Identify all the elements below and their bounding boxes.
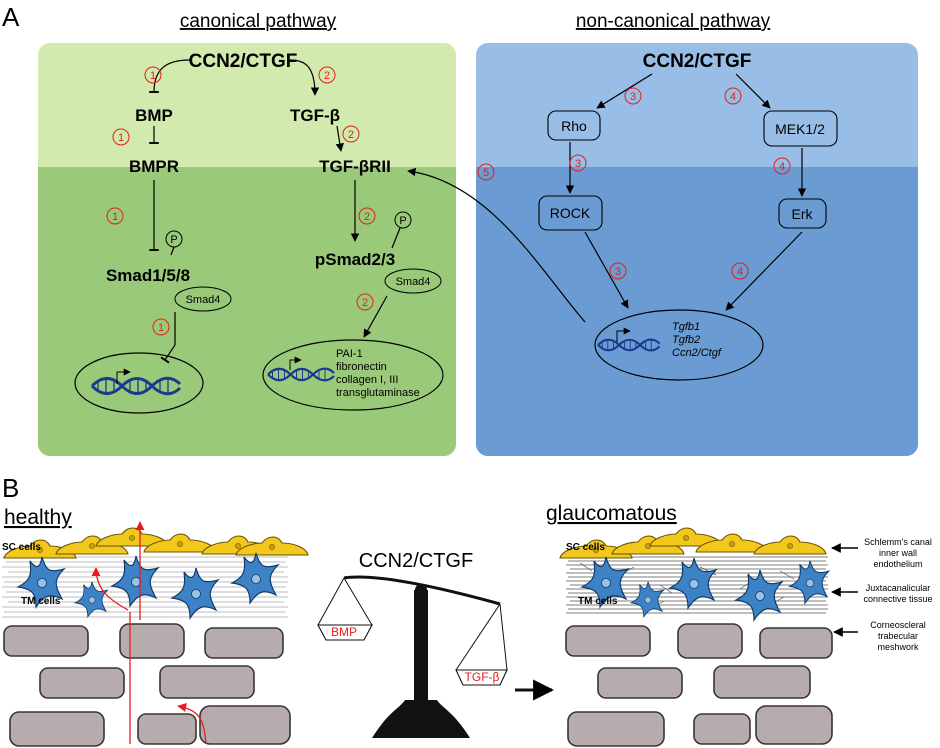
gene-ccn2: Ccn2/Ctgf [672, 347, 722, 359]
healthy-title: healthy [4, 506, 72, 529]
rho-box [547, 110, 601, 141]
glaucomatous-trabecular-beams [565, 623, 833, 747]
nucleus-noncanonical [594, 309, 764, 381]
healthy-sc-label: SC cells [2, 542, 41, 553]
phosphate-right-circle [394, 211, 412, 229]
gene-tgfb2: Tgfb2 [672, 334, 700, 346]
step-number-markers [106, 66, 791, 336]
step-3c: 3 [615, 266, 621, 278]
step-4c: 4 [737, 266, 743, 278]
step-5: 5 [483, 167, 489, 179]
gene-transglutaminase: transglutaminase [336, 387, 420, 399]
tgfbrii-label: TGF-βRII [319, 157, 391, 176]
step-1c: 1 [112, 211, 118, 223]
healthy-tm-label: TM cells [21, 596, 61, 607]
annotation-schlemm-line1: Schlemm's canal [864, 537, 932, 547]
glaucomatous-sc-label: SC cells [566, 542, 605, 553]
rock-box [538, 195, 603, 231]
erk-label: Erk [792, 206, 814, 222]
balance-scale [317, 575, 555, 738]
step-1d: 1 [158, 322, 164, 334]
step-3b: 3 [575, 158, 581, 170]
bmp-label: BMP [135, 106, 173, 125]
smad4-right-label: Smad4 [396, 276, 431, 288]
rho-label: Rho [561, 118, 587, 134]
phosphate-left-circle [165, 230, 183, 248]
gene-collagen: collagen I, III [336, 374, 398, 386]
glaucomatous-tm-cells [581, 556, 830, 621]
nucleus-right [262, 339, 444, 411]
healthy-aqueous-flow [91, 521, 207, 745]
smad4-right-ellipse [384, 268, 442, 294]
healthy-sc-cells [3, 527, 309, 559]
erk-box [778, 198, 827, 229]
balance-bmp-label: BMP [331, 625, 357, 639]
step-2a: 2 [324, 70, 330, 82]
smad4-left-label: Smad4 [186, 294, 221, 306]
step-3a: 3 [630, 91, 636, 103]
noncanonical-ccn2-label: CCN2/CTGF [643, 51, 752, 72]
bmpr-label: BMPR [129, 157, 179, 176]
balance-title: CCN2/CTGF [359, 550, 473, 572]
healthy-trabecular-beams [3, 623, 291, 747]
gene-pai1: PAI-1 [336, 348, 363, 360]
nucleus-left [74, 352, 204, 414]
healthy-tm-cells [17, 552, 279, 619]
gene-fibronectin: fibronectin [336, 361, 387, 373]
panel-b-letter: B [2, 473, 19, 503]
canonical-ccn2-label: CCN2/CTGF [189, 51, 298, 72]
step-2c: 2 [364, 211, 370, 223]
step-4b: 4 [779, 161, 785, 173]
smad158-label: Smad1/5/8 [106, 266, 190, 285]
noncanonical-pathway-panel [476, 43, 918, 456]
balance-tgfb-label: TGF-β [465, 670, 500, 684]
noncanonical-heading: non-canonical pathway [576, 11, 771, 32]
glaucomatous-title: glaucomatous [546, 502, 677, 525]
step-2d: 2 [362, 297, 368, 309]
canonical-heading: canonical pathway [180, 11, 337, 32]
annotation-corneo-line3: meshwork [877, 642, 919, 652]
phosphate-right-label: P [399, 215, 406, 227]
annotation-schlemm-line3: endothelium [873, 559, 922, 569]
panel-a-letter: A [2, 2, 20, 32]
rock-label: ROCK [550, 205, 591, 221]
annotation-schlemm-line2: inner wall [879, 548, 917, 558]
step-1b: 1 [118, 132, 124, 144]
step-4a: 4 [730, 91, 736, 103]
gene-tgfb1: Tgfb1 [672, 321, 700, 333]
tgfb-label: TGF-β [290, 106, 340, 125]
noncanonical-connectors [407, 73, 807, 323]
phosphate-left-label: P [170, 234, 177, 246]
step-1a: 1 [150, 70, 156, 82]
smad4-left-ellipse [174, 286, 232, 312]
mek-box [763, 110, 838, 147]
annotation-juxta-line1: Juxtacanalicular [866, 583, 931, 593]
step-2b: 2 [348, 129, 354, 141]
canonical-connectors [149, 59, 401, 364]
annotation-juxta-line2: connective tissue [863, 594, 932, 604]
glaucomatous-tissue [559, 527, 833, 747]
psmad23-label: pSmad2/3 [315, 250, 395, 269]
annotation-arrows [831, 543, 858, 637]
annotation-corneo-line2: trabecular [878, 631, 918, 641]
annotation-corneo-line1: Corneoscleral [870, 620, 926, 630]
healthy-tissue [2, 521, 309, 747]
mek-label: MEK1/2 [775, 121, 825, 137]
glaucomatous-tm-label: TM cells [578, 596, 618, 607]
